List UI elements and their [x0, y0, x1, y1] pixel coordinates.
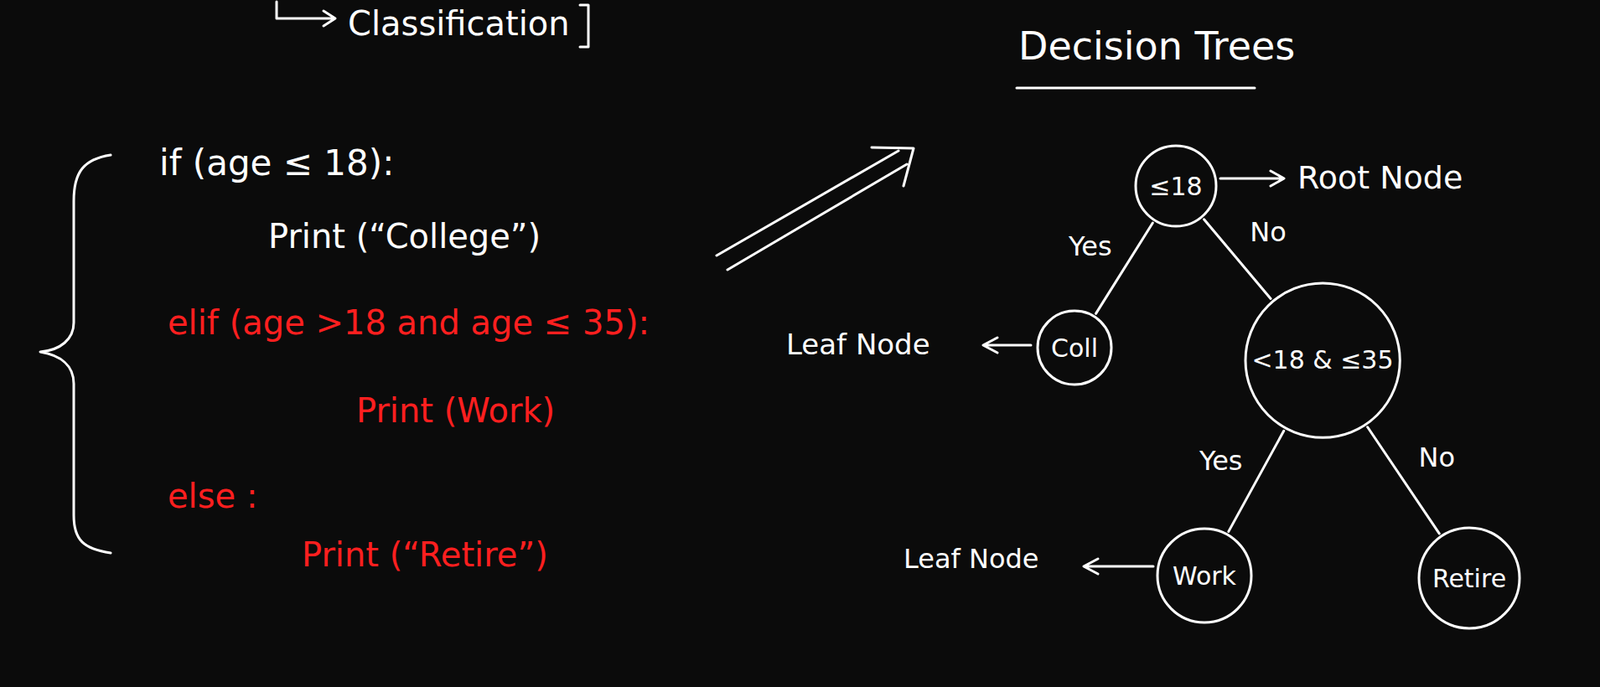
code-line: else :	[167, 477, 258, 515]
code-line: Print (“College”)	[268, 217, 541, 255]
hook-arrow	[276, 1, 336, 26]
circle-outline	[1245, 283, 1400, 438]
double-arrow	[716, 147, 914, 270]
tree-node-circle: Work	[1155, 527, 1254, 625]
node-text: Coll	[1051, 334, 1098, 363]
curly-brace	[40, 155, 111, 554]
annotation: Leaf Node	[903, 544, 1040, 575]
branch-label: Yes	[1068, 232, 1113, 262]
code-line: Print (“Retire”)	[301, 536, 549, 574]
circle-outline	[1135, 145, 1217, 227]
tree-node-circle: <18 & ≤35	[1243, 281, 1402, 440]
tree-branch	[1228, 430, 1285, 532]
bracket	[579, 5, 589, 47]
annotation: Classification	[347, 5, 570, 42]
tree-node-circle: Retire	[1417, 526, 1522, 631]
leader-arrow	[1083, 559, 1154, 575]
node-text: Retire	[1432, 564, 1507, 593]
leader-arrow	[983, 337, 1031, 353]
branch-label: Yes	[1199, 447, 1243, 477]
title: Decision Trees	[1018, 25, 1295, 68]
leader-arrow	[1220, 170, 1285, 187]
branch-label: No	[1418, 443, 1456, 473]
circle-outline	[1037, 310, 1112, 385]
tree-node-circle: Coll	[1035, 309, 1114, 387]
code-line: if (age ≤ 18):	[159, 144, 394, 183]
node-text: Work	[1172, 562, 1237, 591]
title-underline	[1016, 87, 1255, 90]
annotation: Leaf Node	[786, 329, 931, 361]
annotation: Root Node	[1297, 160, 1463, 197]
tree-node-circle: ≤18	[1133, 144, 1218, 228]
code-line: Print (Work)	[356, 392, 555, 430]
circle-outline	[1418, 528, 1520, 629]
code-line: elif (age >18 and age ≤ 35):	[167, 304, 650, 342]
branch-label: No	[1249, 218, 1287, 249]
circle-outline	[1157, 528, 1252, 623]
node-text: <18 & ≤35	[1251, 346, 1393, 374]
node-text: ≤18	[1149, 172, 1202, 201]
